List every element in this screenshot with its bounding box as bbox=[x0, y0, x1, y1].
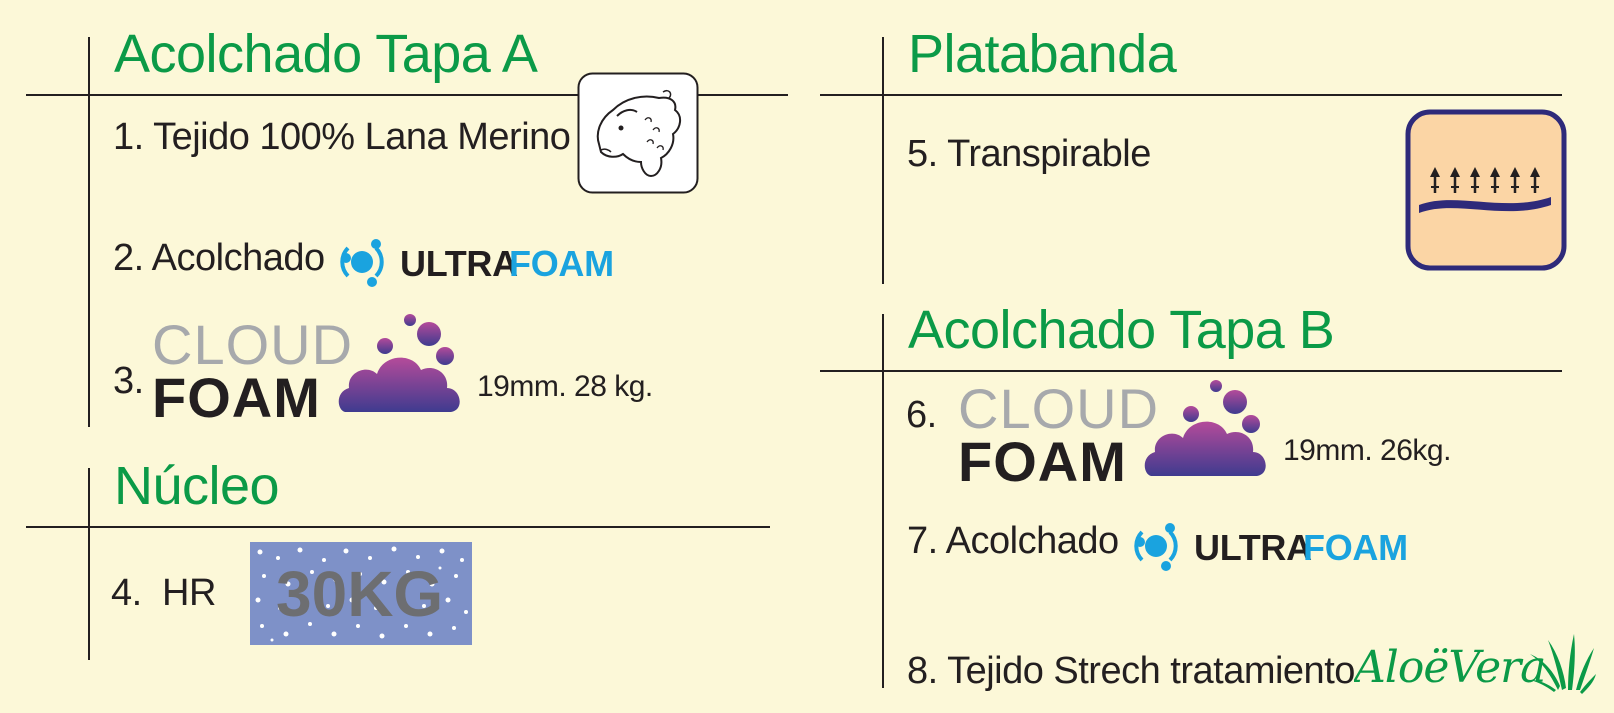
item-1-text: 1. Tejido 100% Lana Merino bbox=[113, 116, 571, 158]
item-6-number: 6. bbox=[906, 394, 937, 436]
ultrafoam-logo-a: ULTRA FOAM bbox=[334, 234, 624, 290]
nucleo-vertical-line bbox=[88, 468, 90, 660]
hr-density-value: 30KG bbox=[276, 558, 444, 630]
ultrafoam-word-foam: FOAM bbox=[509, 243, 614, 284]
foam-dots-pattern bbox=[255, 546, 468, 642]
cloudfoam-word-cloud: CLOUD bbox=[958, 377, 1160, 440]
section-title-platabanda: Platabanda bbox=[908, 24, 1177, 84]
ultrafoam-icon bbox=[1134, 523, 1178, 571]
tapa-a-vertical-line bbox=[88, 37, 90, 427]
item-7-text: 7. Acolchado bbox=[907, 520, 1119, 562]
section-title-tapa-a: Acolchado Tapa A bbox=[114, 24, 538, 84]
item-6-spec: 19mm. 26kg. bbox=[1283, 434, 1451, 467]
item-3-spec: 19mm. 28 kg. bbox=[477, 370, 653, 403]
section-title-nucleo: Núcleo bbox=[114, 456, 280, 516]
ultrafoam-icon bbox=[340, 239, 384, 287]
cloudfoam-logo-a: CLOUD FOAM bbox=[152, 313, 472, 429]
item-4-number: 4. bbox=[111, 572, 142, 614]
item-5-text: 5. Transpirable bbox=[907, 133, 1151, 175]
hr-density-badge: 30KG bbox=[250, 542, 472, 645]
ultrafoam-word-ultra: ULTRA bbox=[1194, 527, 1312, 568]
item-8-text: 8. Tejido Strech tratamiento bbox=[907, 650, 1355, 692]
cloud-bubbles-icon bbox=[1144, 380, 1266, 476]
cloudfoam-word-foam: FOAM bbox=[958, 430, 1127, 493]
aloe-leaves-icon bbox=[1530, 634, 1596, 694]
ultrafoam-word-foam: FOAM bbox=[1303, 527, 1408, 568]
aloe-vera-logo: AloëVera bbox=[1350, 628, 1596, 696]
aloe-vera-wordmark: AloëVera bbox=[1354, 642, 1545, 693]
breathable-icon bbox=[1405, 109, 1567, 271]
platabanda-horizontal-line bbox=[820, 94, 1562, 96]
ultrafoam-word-ultra: ULTRA bbox=[400, 243, 518, 284]
cloudfoam-word-cloud: CLOUD bbox=[152, 313, 354, 376]
cloud-bubbles-icon bbox=[338, 314, 460, 412]
ultrafoam-logo-b: ULTRA FOAM bbox=[1128, 518, 1418, 574]
item-4-label: HR bbox=[162, 572, 216, 614]
item-2-text: 2. Acolchado bbox=[113, 237, 325, 279]
cloudfoam-logo-b: CLOUD FOAM bbox=[958, 377, 1278, 493]
section-title-tapa-b: Acolchado Tapa B bbox=[908, 300, 1335, 360]
tapa-b-horizontal-line bbox=[820, 370, 1562, 372]
cloudfoam-word-foam: FOAM bbox=[152, 366, 321, 429]
platabanda-vertical-line bbox=[882, 37, 884, 284]
sheep-icon bbox=[577, 72, 699, 194]
tapa-a-horizontal-line bbox=[26, 94, 788, 96]
tapa-b-vertical-line bbox=[882, 314, 884, 688]
item-3-number: 3. bbox=[113, 360, 144, 402]
nucleo-horizontal-line bbox=[26, 526, 770, 528]
